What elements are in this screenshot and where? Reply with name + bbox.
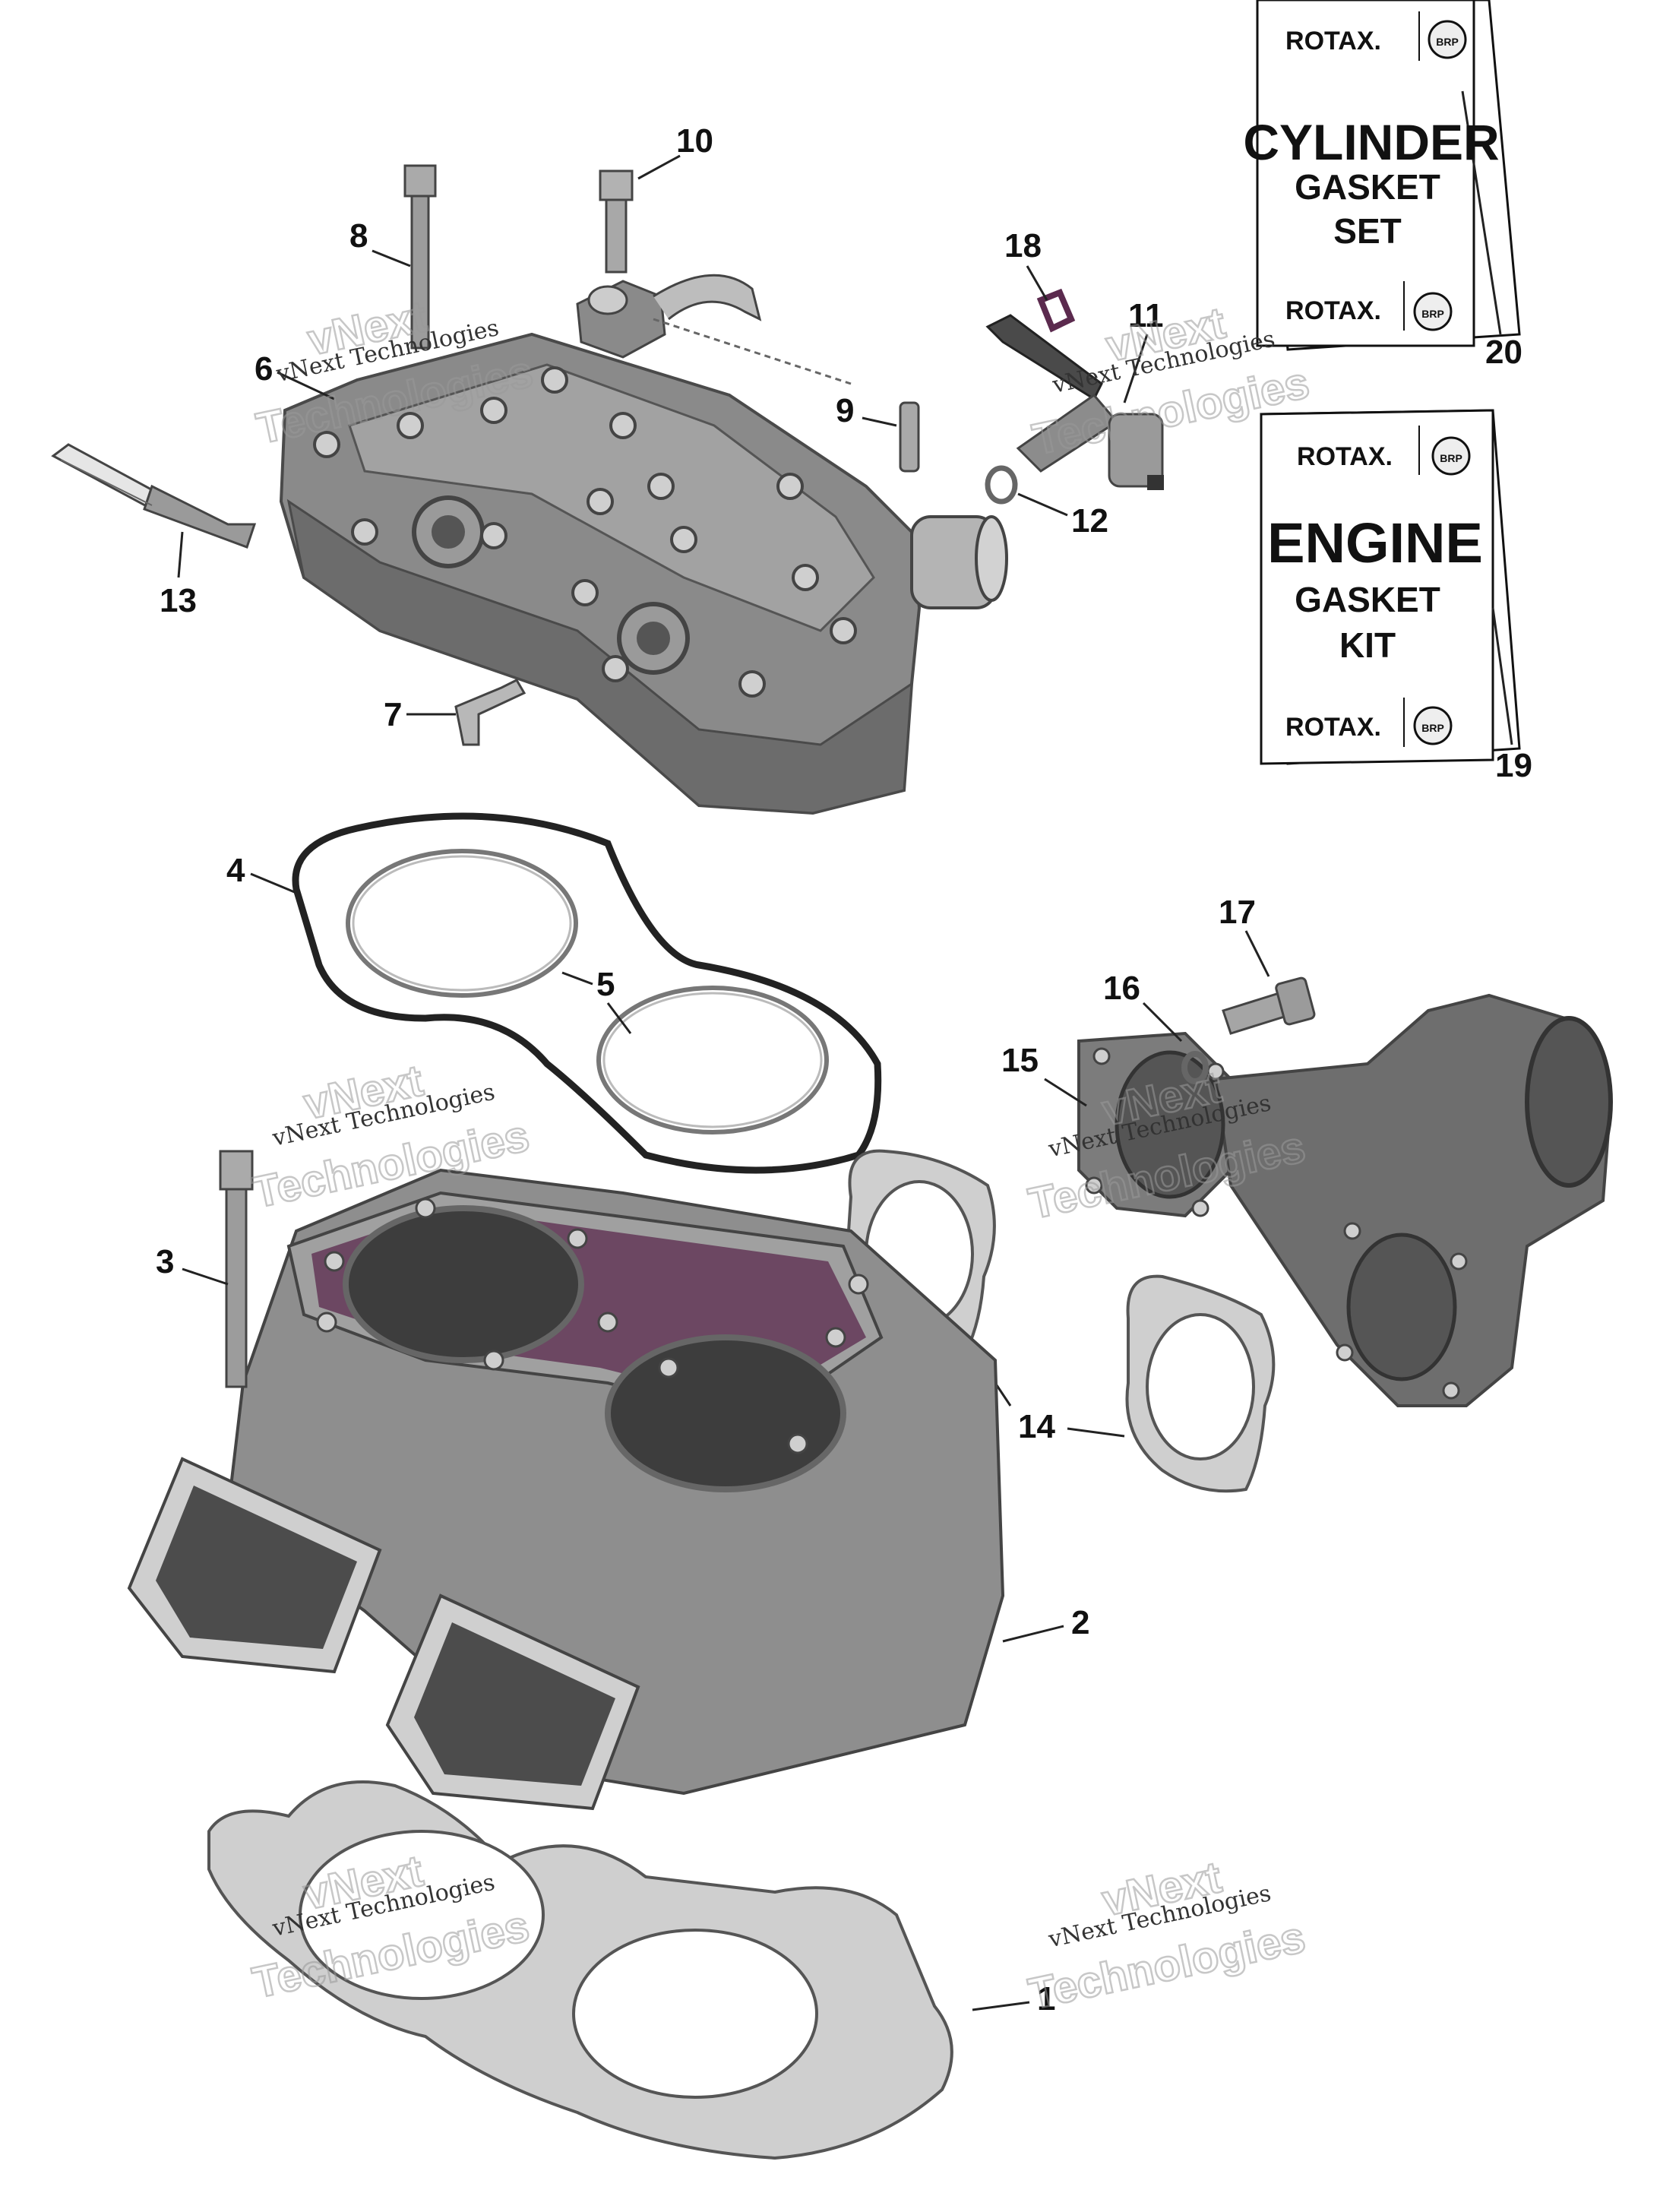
callout-16: 16 [1103, 970, 1140, 1007]
sensor-bolt-part[interactable] [599, 169, 634, 274]
kit-engine-brand-bottom: ROTAX. [1285, 713, 1381, 742]
svg-text:BRP: BRP [1421, 722, 1444, 734]
callout-17: 17 [1219, 894, 1256, 931]
callout-6: 6 [255, 350, 273, 388]
washer-part[interactable] [1181, 1051, 1209, 1084]
callout-3: 3 [156, 1243, 174, 1280]
combustion-ring-part[interactable] [346, 849, 578, 998]
callout-1: 1 [1037, 1980, 1055, 2017]
kit-engine-line2: GASKET [1295, 580, 1440, 619]
kit-cylinder-line1: CYLINDER [1243, 114, 1499, 170]
head-o-ring-gasket-part[interactable] [292, 812, 882, 1174]
callout-10: 10 [676, 122, 713, 160]
callout-20: 20 [1485, 334, 1522, 371]
callout-19: 19 [1495, 747, 1532, 784]
kit-cylinder-badge: BRP [1436, 36, 1459, 48]
brp-logo-icon [1413, 292, 1453, 331]
temperature-sensor-part[interactable] [985, 314, 1164, 490]
kit-box-engine-gasket-kit[interactable]: ROTAX. BRP ENGINE GASKET KIT ROTAX. BRP [1260, 409, 1521, 765]
kit-box-cylinder-gasket-set[interactable]: ROTAX. BRP CYLINDER GASKET SET ROTAX. BR… [1243, 0, 1521, 351]
callout-8: 8 [349, 217, 368, 255]
head-bolt-part[interactable] [403, 164, 437, 350]
callout-18: 18 [1004, 227, 1042, 264]
callout-13: 13 [160, 582, 197, 619]
svg-text:BRP: BRP [1421, 308, 1444, 320]
cylinder-head-part[interactable] [279, 332, 1008, 815]
exhaust-gasket-part[interactable] [1125, 1274, 1276, 1493]
callout-12: 12 [1071, 502, 1108, 540]
callout-9: 9 [836, 392, 854, 429]
knock-sensor-part[interactable] [576, 274, 852, 385]
kit-cylinder-line3: SET [1333, 211, 1401, 251]
fitting-part[interactable] [899, 401, 920, 473]
kit-cylinder-brand-top: ROTAX. [1285, 27, 1381, 55]
sensor-clip-part[interactable] [1036, 288, 1076, 333]
combustion-ring-part[interactable] [596, 986, 829, 1134]
callout-4: 4 [226, 852, 245, 889]
callout-15: 15 [1001, 1042, 1039, 1079]
brp-logo-icon [1431, 436, 1471, 476]
kit-cylinder-brand-bottom: ROTAX. [1285, 296, 1381, 325]
watermark-bottom-right: vNext vNext Technologies Technologies [1023, 1851, 1310, 2020]
elbow-fitting-part[interactable] [454, 679, 526, 746]
kit-engine-line1: ENGINE [1267, 511, 1483, 574]
brp-logo-icon [1428, 20, 1467, 59]
callout-14: 14 [1018, 1408, 1055, 1445]
cylinder-block-part[interactable] [127, 1168, 1005, 1811]
kit-engine-brand-top: ROTAX. [1297, 442, 1393, 471]
cylinder-stud-part[interactable] [219, 1150, 254, 1388]
spark-plug-part[interactable] [51, 443, 257, 549]
callout-5: 5 [596, 966, 615, 1003]
kit-engine-line3: KIT [1339, 625, 1396, 665]
kit-engine-badge: BRP [1440, 452, 1462, 464]
cylinder-base-gasket-part[interactable] [207, 1780, 953, 2160]
callout-2: 2 [1071, 1604, 1089, 1641]
callout-11: 11 [1128, 297, 1164, 334]
callout-7: 7 [384, 696, 402, 733]
kit-cylinder-line2: GASKET [1295, 167, 1440, 207]
manifold-bolt-part[interactable] [1222, 976, 1316, 1035]
o-ring-part[interactable] [985, 465, 1018, 505]
brp-logo-icon [1413, 706, 1453, 745]
